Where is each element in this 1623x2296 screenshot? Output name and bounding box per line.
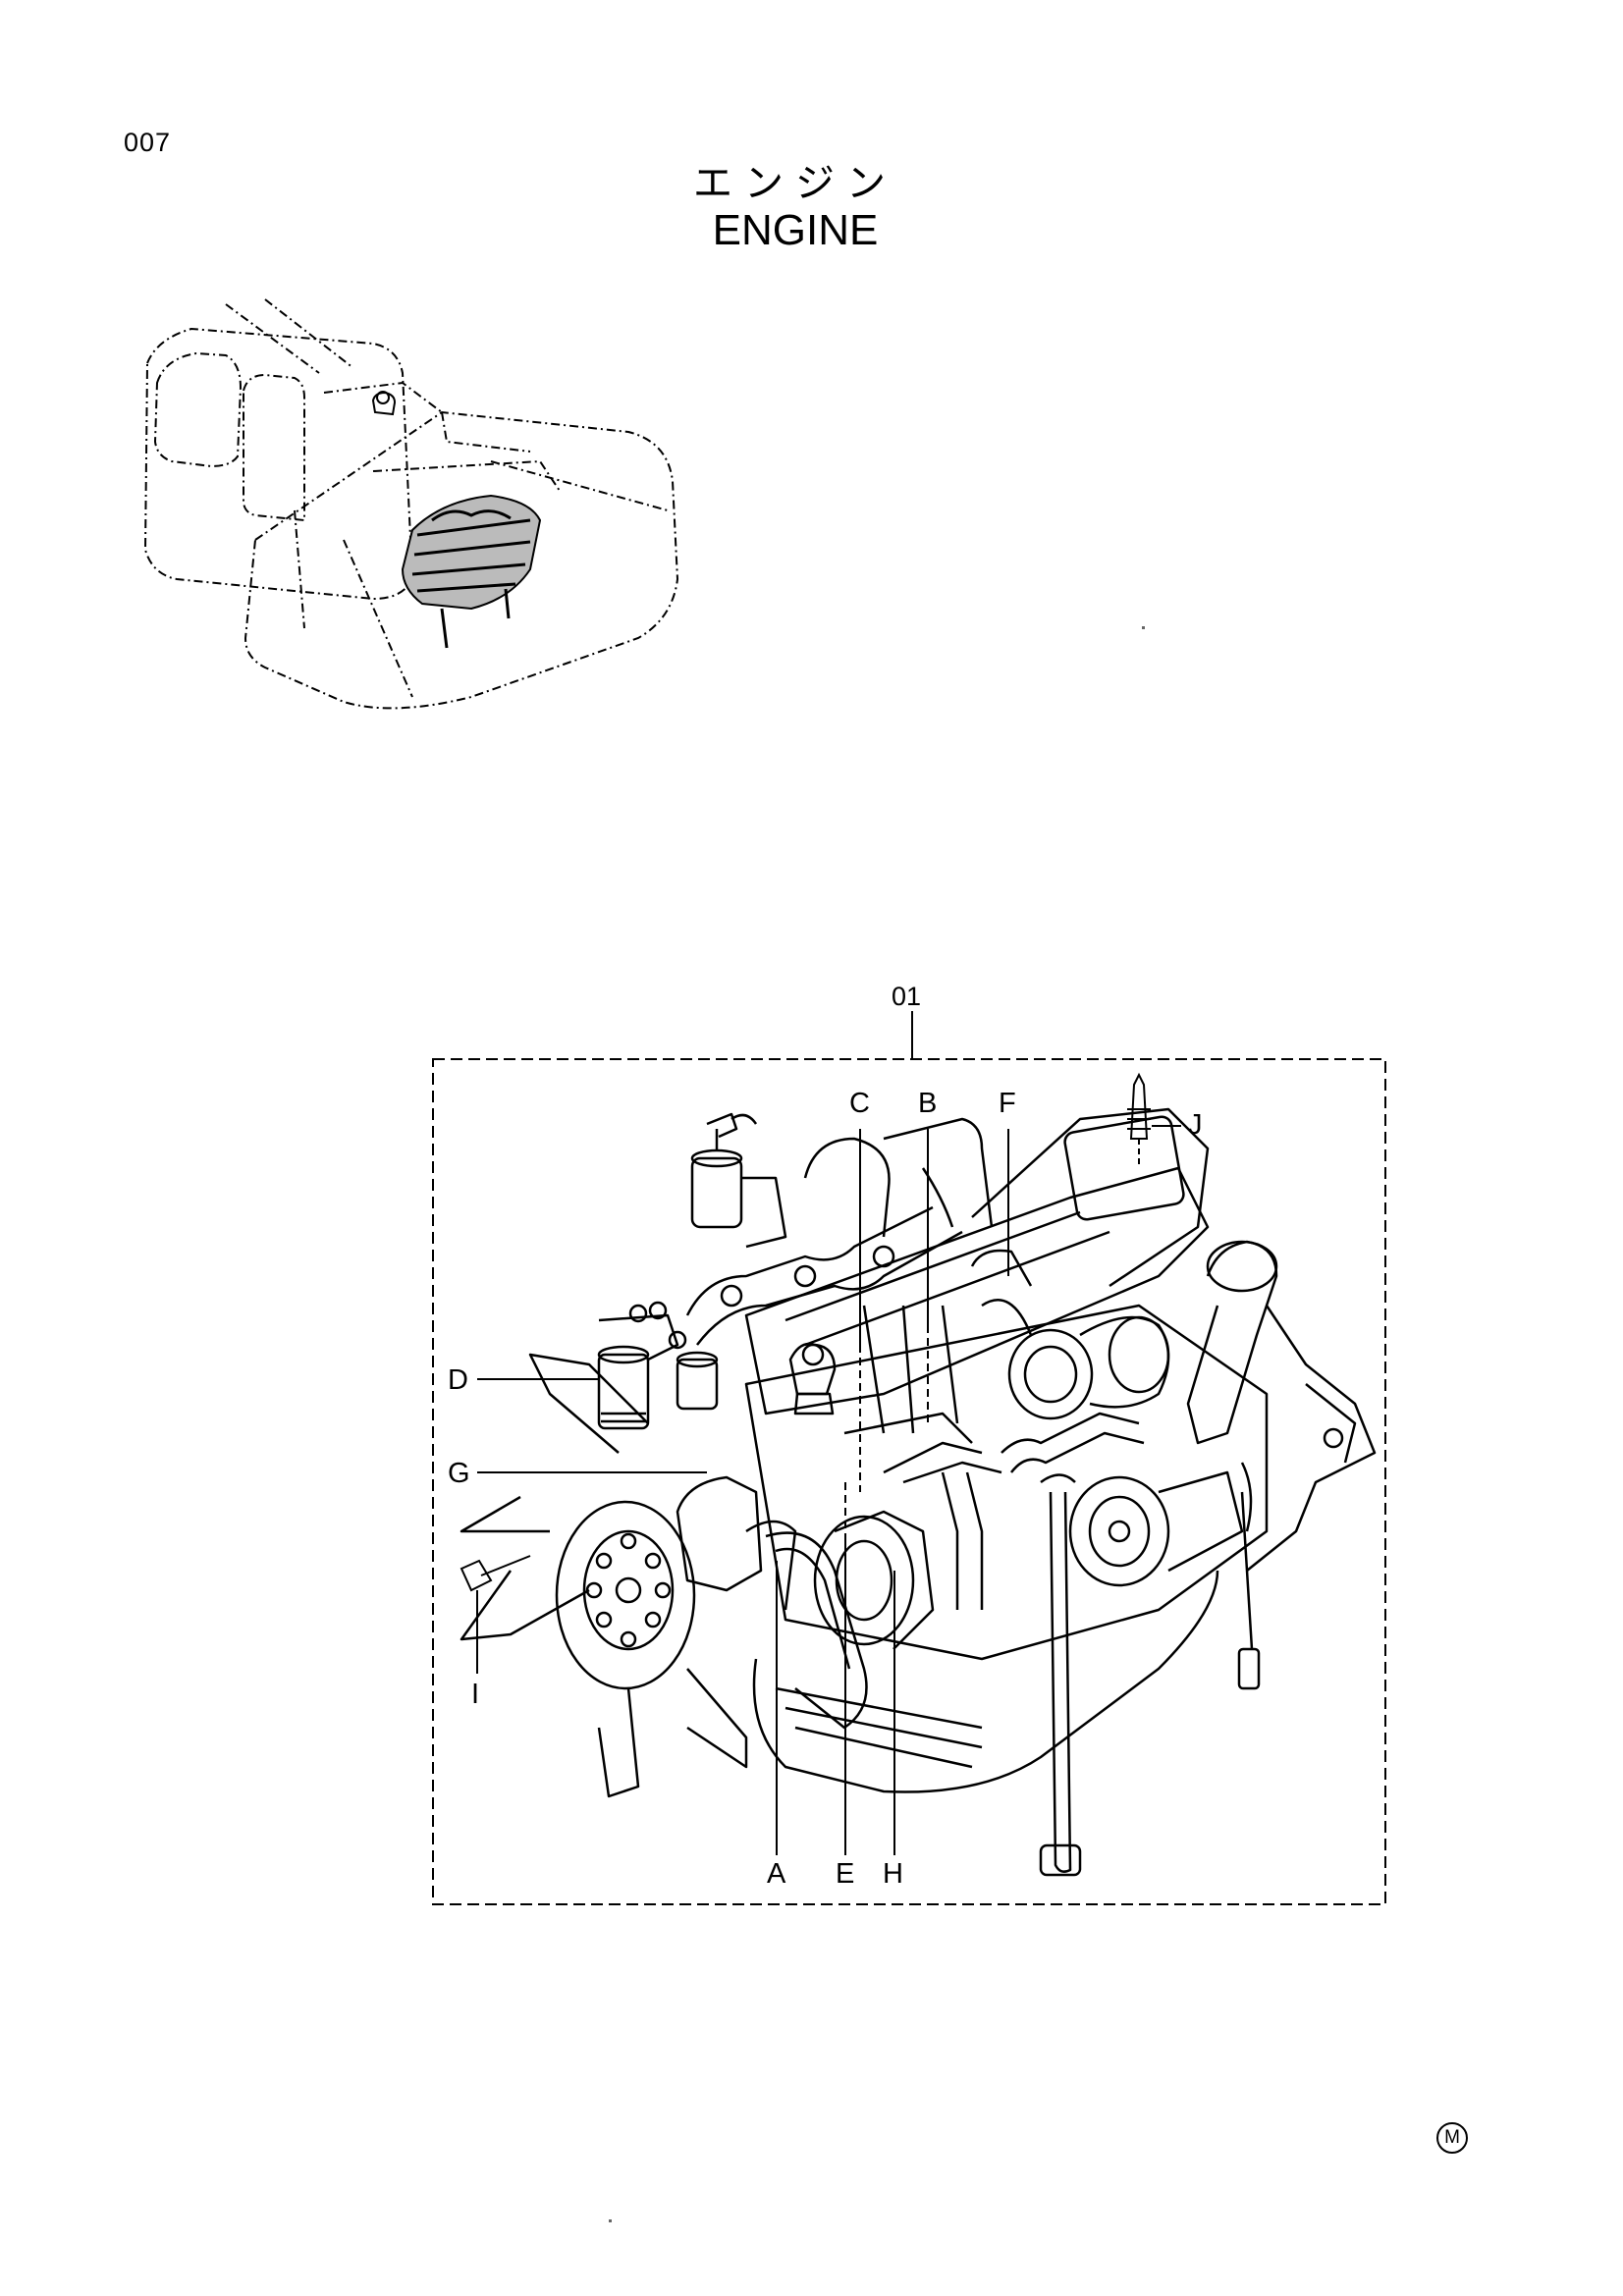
assembly-boundary [432, 1058, 1386, 1905]
speck [609, 2219, 612, 2222]
page-number: 007 [124, 128, 172, 157]
title-english: ENGINE [712, 206, 879, 254]
excavator-overview-illustration [143, 298, 679, 710]
speck [1142, 626, 1145, 629]
label-e: E [836, 1858, 855, 1890]
label-f: F [999, 1088, 1016, 1119]
label-g: G [448, 1458, 470, 1489]
label-j: J [1188, 1109, 1203, 1141]
label-c: C [849, 1088, 870, 1119]
callout-part-01: 01 [892, 982, 922, 1011]
label-i: I [471, 1679, 480, 1710]
leader-lines [460, 1072, 1181, 1855]
label-h: H [883, 1858, 903, 1890]
label-d: D [448, 1364, 468, 1396]
title-japanese: エンジン [693, 161, 897, 206]
label-a: A [767, 1858, 786, 1890]
engine-drawing [460, 1107, 1377, 1877]
label-b: B [918, 1088, 938, 1119]
mark-symbol: M [1436, 2122, 1468, 2154]
